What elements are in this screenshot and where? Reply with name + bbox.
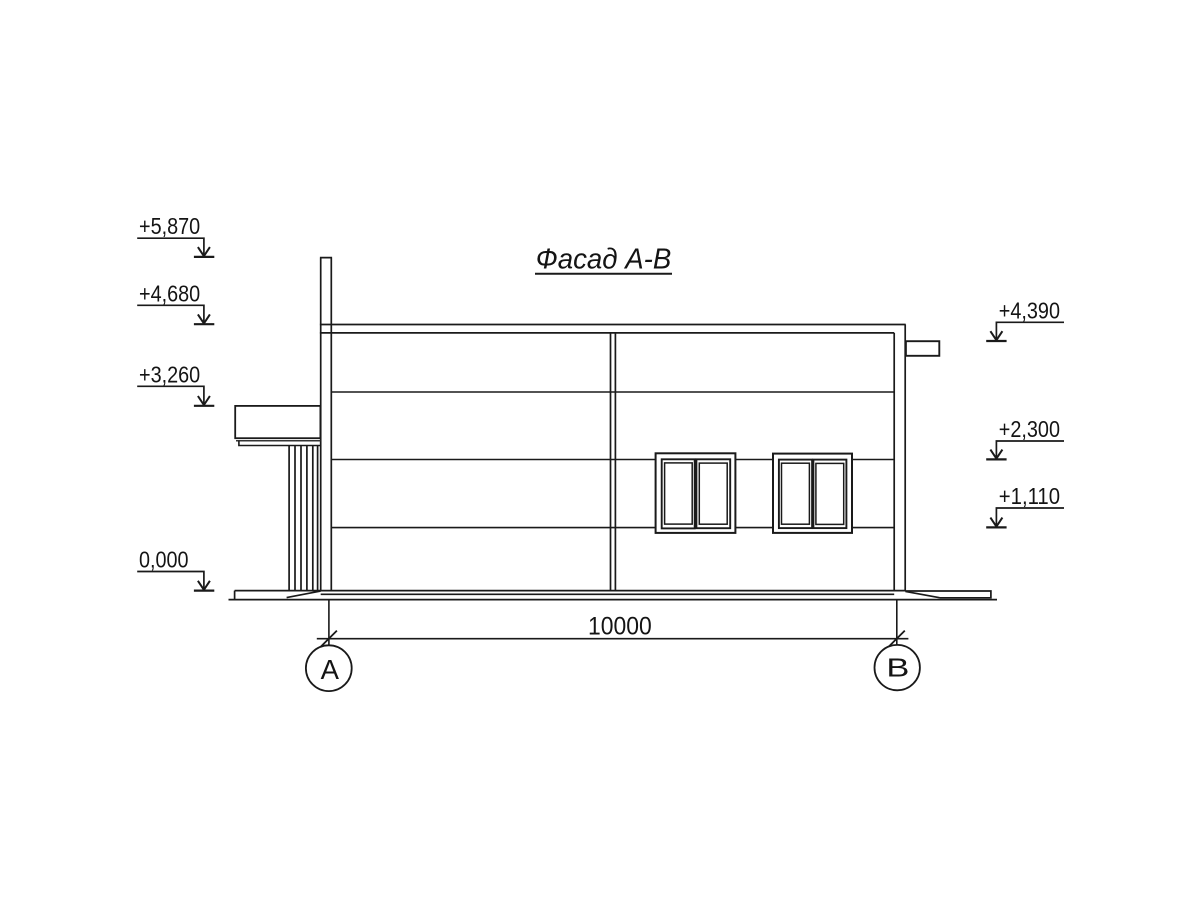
svg-text:+1,110: +1,110 <box>999 483 1060 509</box>
svg-text:+5,870: +5,870 <box>139 213 200 239</box>
svg-text:+4,680: +4,680 <box>139 280 200 306</box>
svg-text:В: В <box>886 655 909 683</box>
svg-text:+3,260: +3,260 <box>139 361 200 387</box>
svg-text:Фасад А-В: Фасад А-В <box>536 244 672 276</box>
svg-text:10000: 10000 <box>588 613 652 641</box>
svg-text:+4,390: +4,390 <box>999 297 1060 323</box>
svg-text:А: А <box>321 654 340 685</box>
svg-text:0,000: 0,000 <box>139 547 189 573</box>
svg-text:+2,300: +2,300 <box>999 416 1060 442</box>
